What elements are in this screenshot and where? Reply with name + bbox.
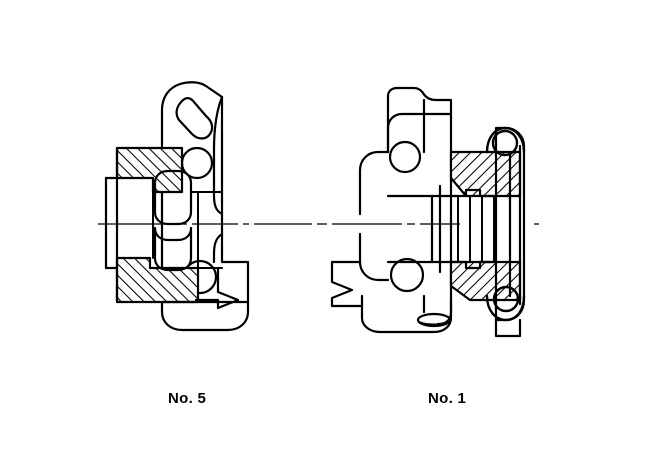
left-arm-lower-contour	[212, 232, 224, 264]
left-roller-upper	[153, 169, 193, 226]
right-body-outline	[360, 86, 453, 334]
right-cap-bottom	[494, 318, 522, 338]
right-lower-ball-bearing	[492, 285, 520, 313]
right-left-flange-outline	[358, 150, 390, 216]
right-view-no-1	[330, 86, 526, 338]
right-upper-ball-race	[485, 126, 526, 154]
left-kidney-slot	[175, 97, 214, 140]
caption-left-no-5: No. 5	[168, 390, 207, 407]
right-lower-ball-race	[485, 294, 526, 322]
right-spline-teeth-upper	[457, 195, 495, 225]
right-spline-teeth	[457, 223, 495, 263]
left-arm-inner-contour	[212, 95, 224, 216]
caption-right-no-1: No. 1	[428, 390, 467, 407]
left-body-outline	[160, 81, 250, 332]
left-roller-lower	[153, 226, 193, 272]
right-left-tab	[330, 260, 364, 308]
right-body-step-upper	[386, 112, 453, 154]
right-lower-bore	[389, 257, 425, 293]
right-upper-ball-bearing	[491, 129, 519, 157]
right-bottom-hook	[436, 298, 453, 326]
left-view-no-5	[104, 81, 250, 332]
left-bottom-notch	[194, 266, 240, 310]
right-upper-bore	[388, 140, 422, 174]
